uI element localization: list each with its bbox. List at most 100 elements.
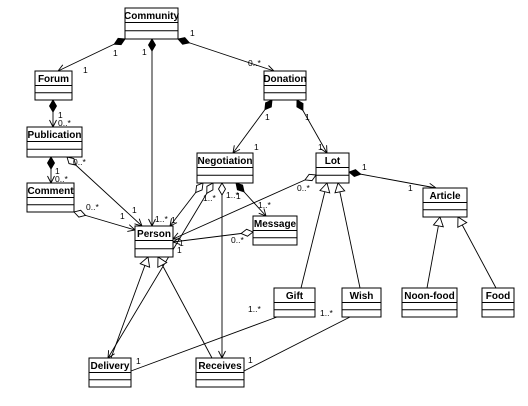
class-box [124,7,179,40]
multiplicity-wish-receives-to: 1 [248,355,253,365]
class-noonfood[interactable]: Noon-food [401,287,458,318]
diamond-marker [177,37,191,45]
relation-gift-delivery [130,316,278,372]
class-gift[interactable]: Gift [273,287,316,318]
multiplicity-community-forum-from: 1 [113,48,118,58]
class-person[interactable]: Person [134,225,174,258]
relation-community-person [147,38,157,228]
class-name: Negotiation [198,156,253,167]
class-donation[interactable]: Donation [263,70,307,101]
diamond-marker [296,99,304,112]
multiplicity-forum-publication-from: 1 [58,110,63,120]
multiplicity-negotiation-person-from: 1..* [203,193,216,203]
relation-line [300,182,328,289]
relation-gift-lot [300,182,331,289]
class-message[interactable]: Message [252,215,298,246]
relation-wish-lot [334,182,361,289]
class-publication[interactable]: Publication [26,126,83,158]
multiplicity-negotiation-message-to: 1..* [258,200,271,210]
relation-line [337,182,361,289]
diamond-marker [206,182,214,195]
generalization-arrowhead [432,216,444,228]
class-wish[interactable]: Wish [341,287,382,318]
multiplicity-publication-comment-from: 1 [55,166,60,176]
multiplicity-negotiation-receives-from: 1..* [226,190,239,200]
relation-noonfood-article [426,216,444,289]
relation-line [107,182,214,359]
multiplicity-donation-negotiation-from: 1 [265,112,270,122]
multiplicity-publication-comment-to: 0..* [55,174,68,184]
multiplicity-community-donation-to: 0..* [248,58,261,68]
class-name: Comment [27,186,74,197]
class-name: Lot [325,156,341,167]
multiplicity-negotiation-person-to: 1 [171,215,176,225]
class-delivery[interactable]: Delivery [88,357,132,388]
class-lot[interactable]: Lot [315,152,350,184]
class-forum[interactable]: Forum [34,70,73,101]
generalization-arrowhead [334,182,346,194]
relation-line [172,231,254,243]
class-name: Food [486,291,510,302]
class-name: Wish [350,291,374,302]
class-article[interactable]: Article [422,187,468,218]
class-comment[interactable]: Comment [26,182,75,213]
multiplicity-lot-person-from: 0..* [297,183,310,193]
multiplicity-publication-person-to: 1 [132,205,137,215]
relation-line [172,174,317,240]
relation-line [457,216,497,289]
relation-line [177,38,275,72]
diamond-marker [348,169,362,178]
multiplicity-donation-negotiation-to: 1 [254,142,259,152]
class-name: Forum [38,74,69,85]
relation-line [243,316,351,372]
class-name: Delivery [91,361,130,372]
class-name: Gift [286,291,304,302]
relation-wish-receives [243,316,351,372]
class-name: Donation [263,74,306,85]
relation-lot-article [348,169,437,191]
class-food[interactable]: Food [481,287,515,318]
class-negotiation[interactable]: Negotiation [196,152,254,184]
multiplicity-comment-person-to: 1 [120,211,125,221]
multiplicity-community-forum-to: 1 [83,65,88,75]
multiplicity-comment-person-from: 0..* [86,202,99,212]
multiplicity-donation-lot-to: 1 [318,142,323,152]
relation-publication-comment [46,156,56,185]
diamond-marker [73,209,87,218]
multiplicity-community-donation-from: 1 [190,28,195,38]
relation-negotiation-person [169,182,204,227]
multiplicity-gift-delivery-from: 1..* [248,304,261,314]
relation-delivery-person [110,256,151,359]
relation-forum-publication [48,99,58,129]
class-name: Publication [28,130,82,141]
relation-food-article [457,216,497,289]
relation-line [110,256,149,359]
relation-line [130,316,278,372]
relation-lot-person [172,173,317,240]
relation-line [426,216,441,289]
class-community[interactable]: Community [124,7,179,40]
multiplicity-donation-lot-from: 1 [305,112,310,122]
multiplicity-gift-delivery-to: 1 [136,356,141,366]
multiplicity-lot-article-to: 1 [408,183,413,193]
relation-line [157,256,213,359]
generalization-arrowhead [457,216,468,229]
generalization-arrowhead [157,256,168,269]
class-name: Article [429,191,461,202]
multiplicity-community-person-to: 1..* [155,214,168,224]
class-name: Person [137,229,171,240]
diamond-marker [66,156,77,166]
class-name: Message [254,219,297,230]
class-box [134,225,174,258]
class-name: Community [124,11,179,22]
relation-negotiation-message [235,182,267,217]
multiplicity-forum-publication-to: 0..* [58,118,71,128]
generalization-arrowhead [139,256,151,268]
relation-negotiation-receives [217,182,227,360]
multiplicity-wish-receives-from: 1..* [320,308,333,318]
class-receives[interactable]: Receives [195,357,245,388]
relation-donation-negotiation [232,99,273,154]
multiplicity-lot-person-to: 1 [179,238,184,248]
